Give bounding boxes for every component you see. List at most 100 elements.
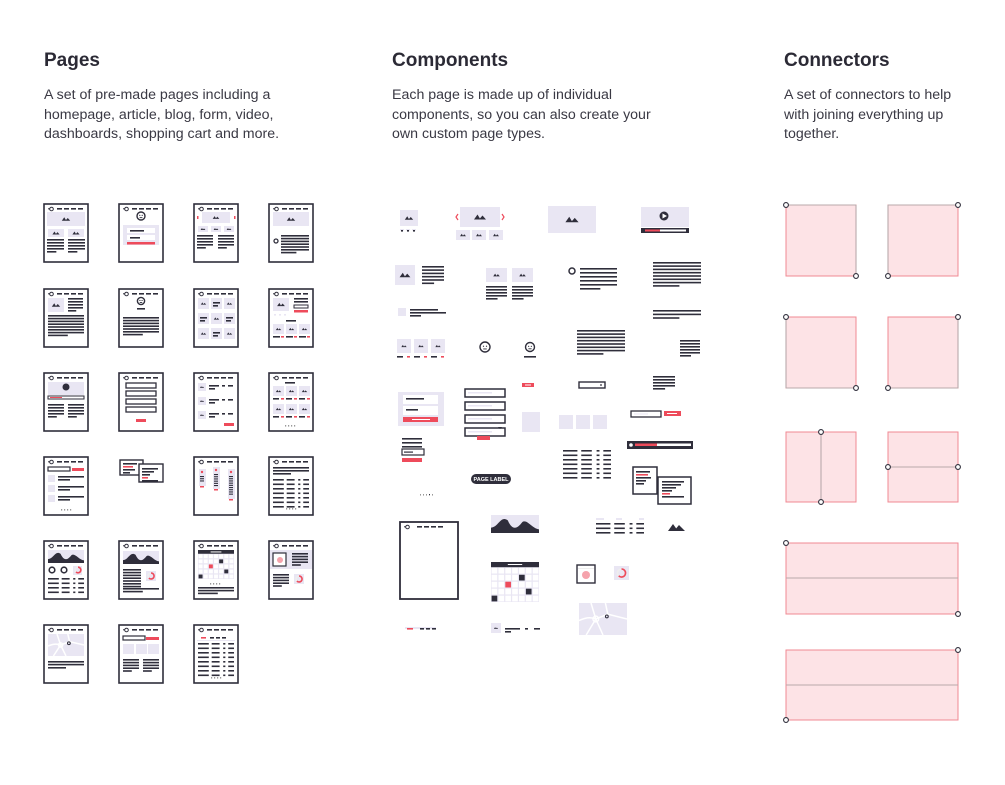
text-line xyxy=(123,664,139,667)
text-line xyxy=(512,298,524,300)
text-line xyxy=(198,647,209,650)
page-template[interactable] xyxy=(268,288,314,348)
text-line xyxy=(303,501,309,504)
block xyxy=(559,415,573,429)
text-line xyxy=(286,320,296,322)
calendar-day xyxy=(224,554,229,559)
text-line xyxy=(123,469,135,471)
mountain-icon xyxy=(226,302,233,305)
text-line xyxy=(273,497,284,499)
text-line xyxy=(438,526,443,528)
page-template[interactable] xyxy=(268,203,314,263)
card xyxy=(138,463,164,483)
page-template[interactable] xyxy=(193,372,239,432)
text-line xyxy=(273,545,275,547)
text-line xyxy=(563,459,578,461)
text-line xyxy=(200,478,204,480)
page-template[interactable] xyxy=(43,203,89,263)
image-placeholder xyxy=(68,229,84,237)
text-line xyxy=(578,568,594,569)
mountain-icon xyxy=(51,303,61,307)
page-template[interactable] xyxy=(118,540,164,600)
calendar-day xyxy=(512,574,518,581)
text-line xyxy=(292,553,308,555)
image-placeholder xyxy=(299,386,310,396)
text-line xyxy=(223,661,226,663)
text-line xyxy=(410,315,421,317)
text-line xyxy=(228,661,234,663)
text-line xyxy=(209,399,219,401)
block xyxy=(136,644,147,654)
text-line xyxy=(420,494,421,496)
text-line xyxy=(132,293,137,295)
page-frame xyxy=(193,624,239,684)
text-line xyxy=(207,377,212,379)
block xyxy=(48,485,55,492)
mountain-icon xyxy=(275,389,282,393)
text-line xyxy=(68,248,85,250)
block xyxy=(294,574,304,584)
page-template[interactable] xyxy=(268,456,314,516)
text-line xyxy=(303,488,309,490)
text-line xyxy=(211,652,220,654)
calendar-day xyxy=(525,581,532,588)
page-template[interactable] xyxy=(268,540,314,600)
gear-icon xyxy=(629,443,633,447)
text-line xyxy=(48,461,50,463)
page-template[interactable] xyxy=(118,203,164,263)
text-line xyxy=(132,377,137,379)
text-line xyxy=(228,545,233,547)
chevron-down-icon xyxy=(600,384,602,386)
page-template[interactable] xyxy=(193,540,239,600)
text-line xyxy=(417,526,422,528)
text-line xyxy=(596,472,600,475)
page-templates xyxy=(43,203,314,684)
text-line xyxy=(273,467,309,469)
text-line xyxy=(294,301,308,303)
text-line xyxy=(214,476,218,478)
components-description: Each page is made up of individual compo… xyxy=(392,87,651,142)
image-icon xyxy=(582,571,590,579)
page-template[interactable] xyxy=(118,624,164,684)
donut-progress xyxy=(148,572,155,580)
text-line xyxy=(273,585,282,587)
text-line xyxy=(636,483,644,485)
text-line xyxy=(211,665,220,668)
text-line xyxy=(58,486,84,488)
text-line xyxy=(71,208,76,210)
text-line xyxy=(274,314,276,316)
calendar-day xyxy=(532,574,539,581)
page-template[interactable] xyxy=(43,288,89,348)
text-line xyxy=(228,652,234,654)
page-template[interactable] xyxy=(193,203,239,263)
page-template[interactable] xyxy=(193,288,239,348)
block xyxy=(645,229,686,232)
calendar-day xyxy=(229,554,234,559)
text-line xyxy=(48,377,50,379)
text-line xyxy=(207,293,212,295)
page-template[interactable] xyxy=(43,456,89,516)
text-line xyxy=(402,446,422,448)
text-line xyxy=(414,356,420,358)
text-line xyxy=(198,629,200,631)
page-template[interactable] xyxy=(118,372,164,432)
page-template[interactable] xyxy=(268,372,314,432)
page-template[interactable] xyxy=(193,456,239,516)
text-line xyxy=(581,463,592,466)
page-template[interactable] xyxy=(118,288,164,348)
text-line xyxy=(603,468,611,470)
page-template[interactable] xyxy=(43,624,89,684)
page-template[interactable] xyxy=(43,372,89,432)
calendar-day xyxy=(203,564,208,569)
calendar-day xyxy=(498,574,505,581)
text-line xyxy=(273,492,284,495)
eye xyxy=(139,299,141,302)
page-template-popup[interactable] xyxy=(119,459,164,483)
text-line xyxy=(68,242,85,244)
page-template[interactable] xyxy=(43,540,89,600)
block xyxy=(576,415,590,429)
text-line xyxy=(61,582,70,585)
image-placeholder xyxy=(224,226,234,232)
page-template[interactable] xyxy=(193,624,239,684)
text-line xyxy=(214,478,218,480)
